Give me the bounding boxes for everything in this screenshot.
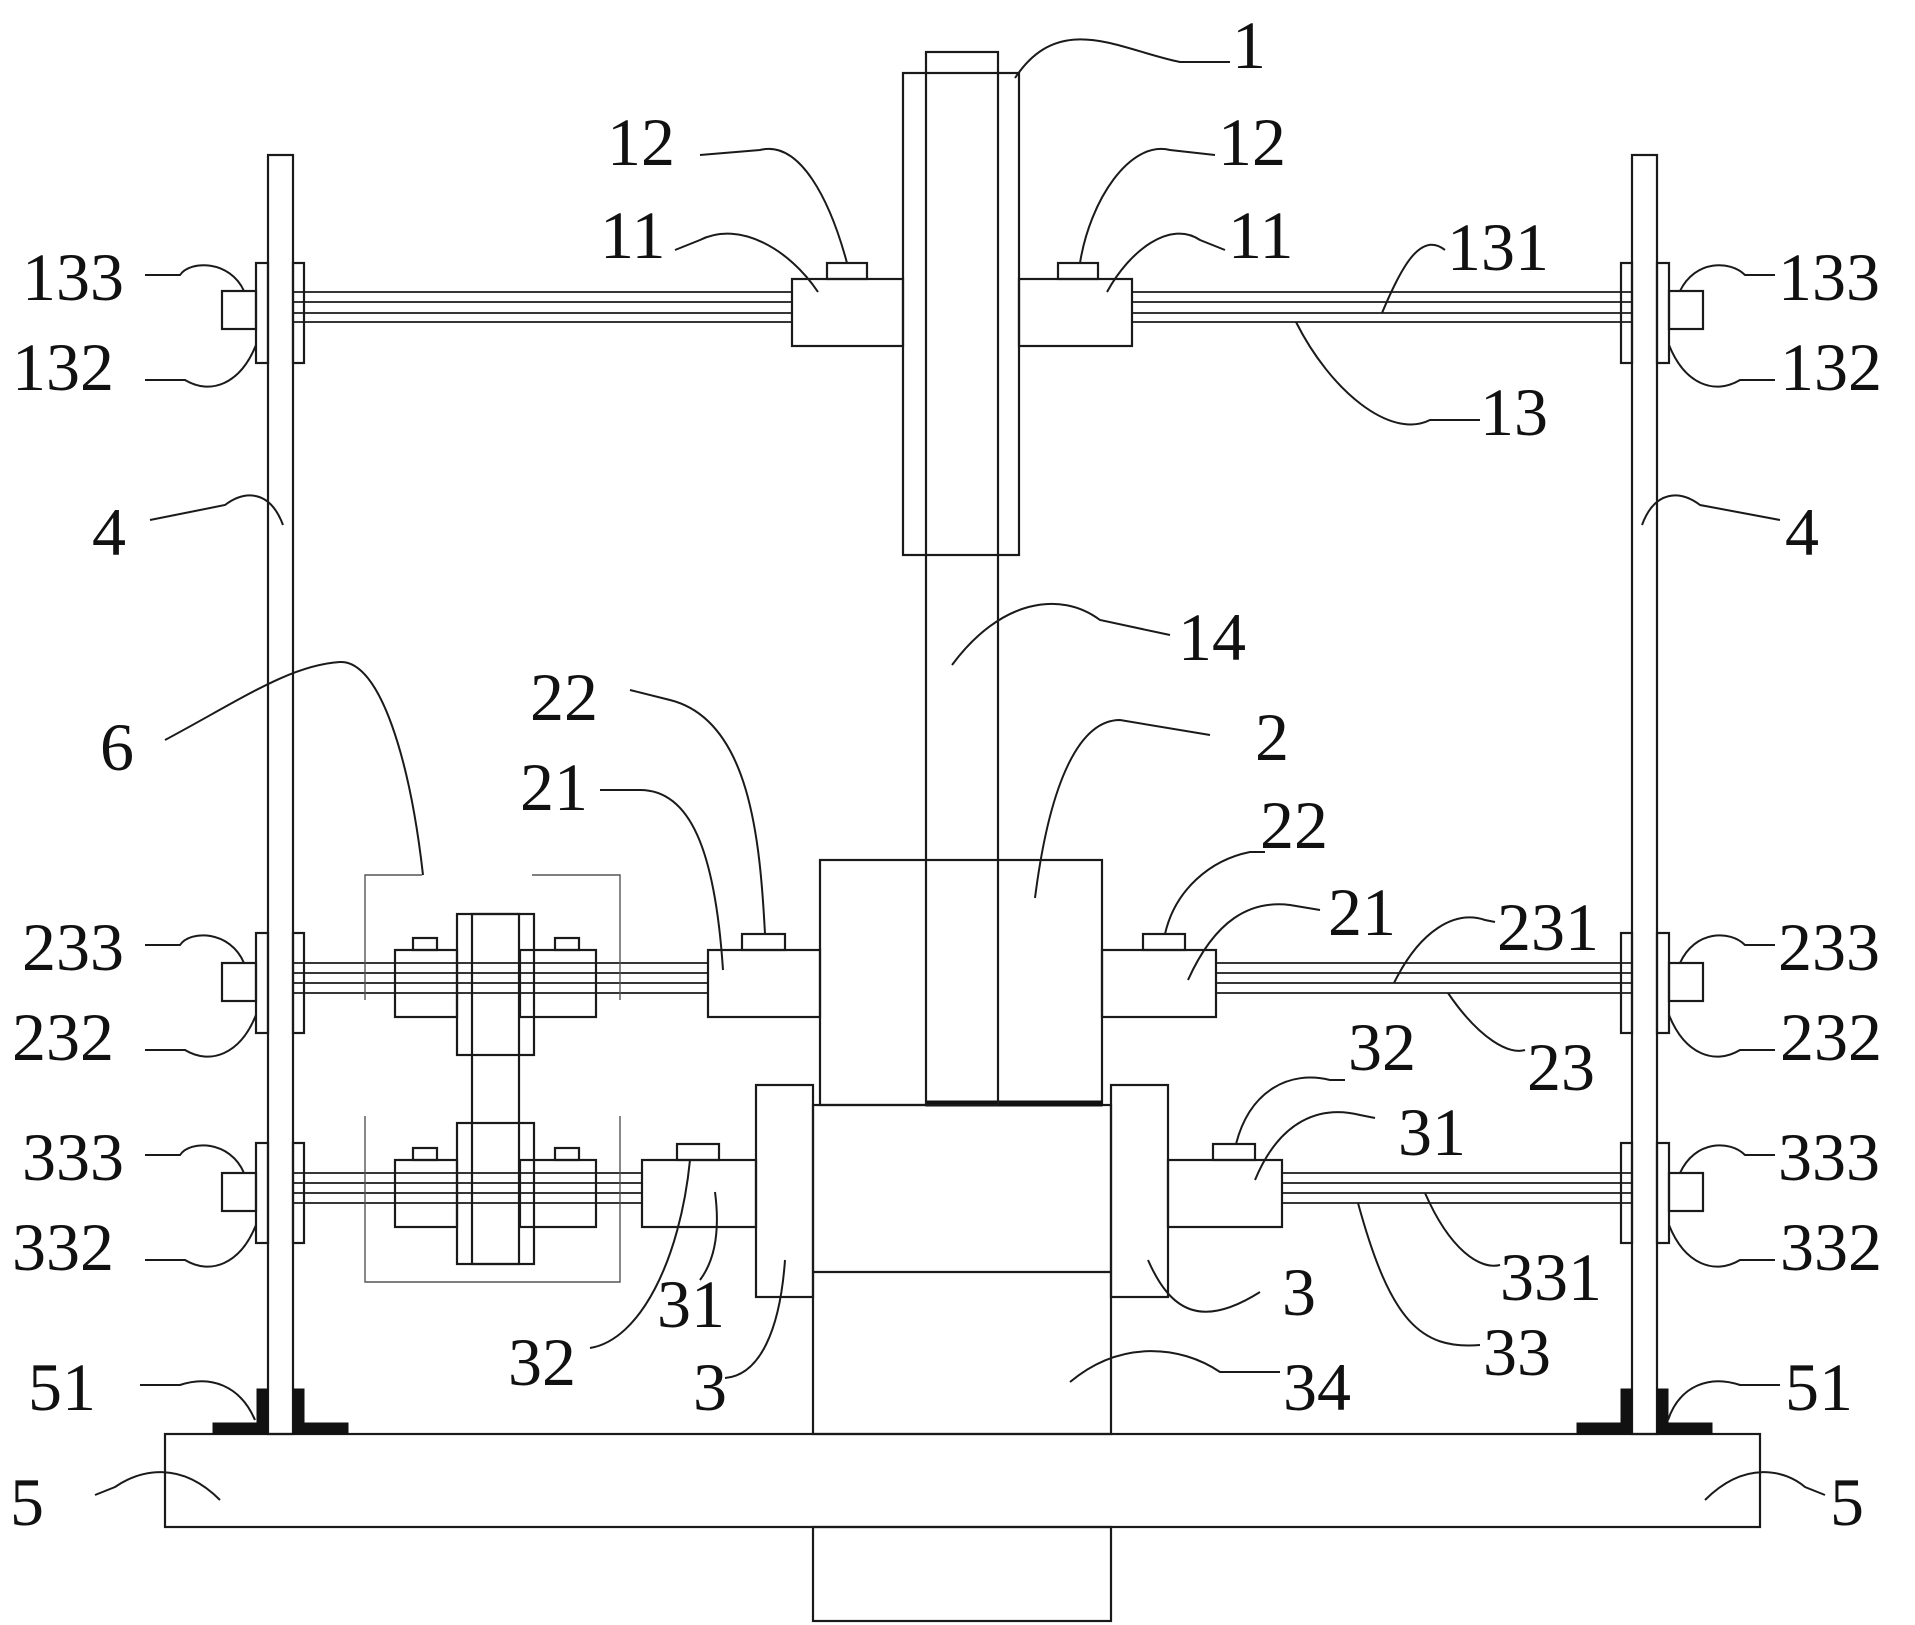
- base-plate-5: [163, 1432, 1762, 1529]
- right-clamp-3: [1109, 1083, 1170, 1299]
- label-333-left: 333: [22, 1119, 124, 1195]
- label-22-left: 22: [530, 659, 598, 735]
- label-133-right: 133: [1778, 239, 1880, 315]
- label-14: 14: [1178, 599, 1246, 675]
- top-right-block-11: [1017, 277, 1134, 348]
- middle-left-bolt-22: [740, 932, 787, 952]
- middle-housing-2: [818, 858, 1104, 1107]
- coupling-assembly-6: [364, 874, 621, 1283]
- label-331: 331: [1500, 1239, 1602, 1315]
- top-left-bolt-12: [825, 261, 869, 281]
- label-4-left: 4: [92, 494, 126, 570]
- lower-left-block-31: [640, 1158, 758, 1229]
- left-angle-brackets-51: [212, 1388, 349, 1435]
- label-31-left: 31: [657, 1266, 725, 1342]
- top-left-block-11: [790, 277, 905, 348]
- middle-left-rod: [293, 962, 708, 994]
- label-333-right: 333: [1778, 1119, 1880, 1195]
- top-right-bolt-12: [1056, 261, 1100, 281]
- label-34: 34: [1283, 1349, 1351, 1425]
- label-21-right: 21: [1328, 874, 1396, 950]
- label-23: 23: [1527, 1029, 1595, 1105]
- middle-left-block-21: [706, 948, 822, 1019]
- right-end-fittings: [1619, 261, 1705, 1245]
- left-upright-4: [266, 153, 295, 1436]
- label-131: 131: [1447, 209, 1549, 285]
- lower-right-bolt-32: [1211, 1142, 1257, 1162]
- label-132-right: 132: [1780, 329, 1882, 405]
- label-1: 1: [1232, 7, 1266, 83]
- label-231: 231: [1497, 889, 1599, 965]
- label-233-right: 233: [1778, 909, 1880, 985]
- label-5-right: 5: [1830, 1464, 1864, 1540]
- label-32-left: 32: [508, 1324, 576, 1400]
- central-column-14: [924, 50, 1000, 1107]
- label-22-right: 22: [1260, 787, 1328, 863]
- left-end-fittings: [220, 261, 306, 1245]
- top-plate-1: [901, 71, 1021, 557]
- label-132-left: 132: [12, 329, 114, 405]
- middle-right-bolt-22: [1141, 932, 1187, 952]
- top-right-rod: [1132, 291, 1632, 323]
- label-3-right: 3: [1282, 1254, 1316, 1330]
- label-21-left: 21: [520, 749, 588, 825]
- label-51-left: 51: [28, 1349, 96, 1425]
- label-5-left: 5: [10, 1464, 44, 1540]
- label-32-right: 32: [1348, 1009, 1416, 1085]
- lower-left-rod: [293, 1172, 642, 1204]
- middle-right-rod: [1216, 962, 1632, 994]
- label-11-right: 11: [1228, 197, 1293, 273]
- label-2: 2: [1255, 699, 1289, 775]
- bottom-block: [811, 1525, 1113, 1623]
- lower-left-bolt-32: [675, 1142, 721, 1162]
- label-232-left: 232: [12, 999, 114, 1075]
- label-232-right: 232: [1780, 999, 1882, 1075]
- label-33: 33: [1483, 1314, 1551, 1390]
- right-angle-brackets-51: [1576, 1388, 1713, 1435]
- lower-right-block-31: [1166, 1158, 1284, 1229]
- label-31-right: 31: [1398, 1094, 1466, 1170]
- lower-housing-34: [811, 1103, 1113, 1436]
- label-12-left: 12: [607, 104, 675, 180]
- label-51-right: 51: [1785, 1349, 1853, 1425]
- lower-right-rod: [1282, 1172, 1632, 1204]
- label-332-right: 332: [1780, 1209, 1882, 1285]
- label-13: 13: [1480, 374, 1548, 450]
- right-upright-4: [1630, 153, 1659, 1436]
- label-233-left: 233: [22, 909, 124, 985]
- leader-lines: [94, 38, 1826, 1501]
- label-11-left: 11: [600, 197, 665, 273]
- label-12-right: 12: [1218, 104, 1286, 180]
- label-3-left: 3: [693, 1349, 727, 1425]
- reference-labels: 1 12 12 11 11 131 13 133 133 132 132 4 4…: [10, 7, 1882, 1540]
- label-4-right: 4: [1785, 494, 1819, 570]
- label-133-left: 133: [22, 239, 124, 315]
- label-332-left: 332: [12, 1209, 114, 1285]
- top-left-rod: [293, 291, 792, 323]
- label-6: 6: [100, 709, 134, 785]
